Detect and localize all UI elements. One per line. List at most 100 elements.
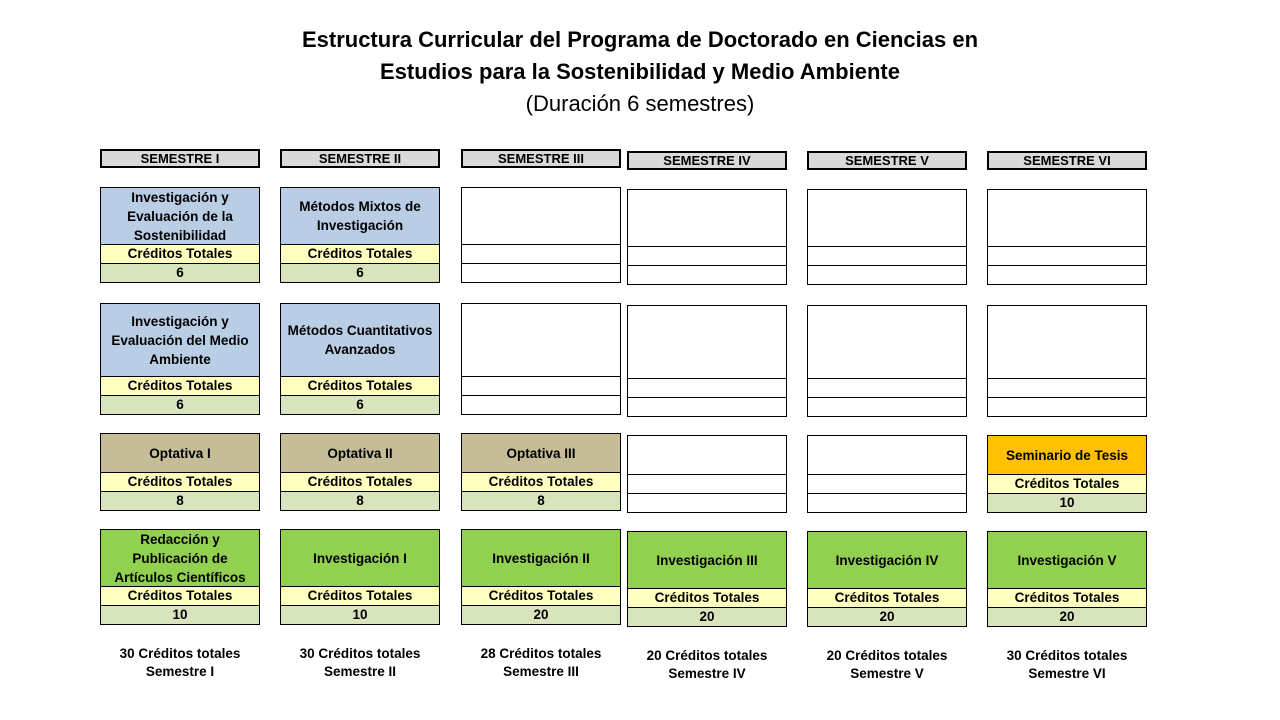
semester-total: 30 Créditos totales Semestre II [280, 645, 440, 681]
empty-course-block [627, 189, 787, 285]
course-name: Optativa II [280, 433, 440, 473]
course-name: Investigación y Evaluación de la Sosteni… [100, 187, 260, 245]
semester-total-label: Semestre I [145, 664, 215, 679]
course-block: Optativa II Créditos Totales 8 [280, 433, 440, 511]
credits-label-empty [461, 377, 621, 396]
credits-value [461, 264, 621, 283]
credits-label: Créditos Totales [100, 473, 260, 492]
credits-label-empty [987, 379, 1147, 398]
course-name: Optativa I [100, 433, 260, 473]
empty-course-block [987, 189, 1147, 285]
credits-label-empty [461, 245, 621, 264]
semester-header: SEMESTRE VI [987, 151, 1147, 170]
credits-label: Créditos Totales [461, 473, 621, 492]
course-block: Optativa III Créditos Totales 8 [461, 433, 621, 511]
credits-label: Créditos Totales [280, 587, 440, 606]
course-name [627, 435, 787, 475]
semester-total-label: Semestre II [323, 664, 397, 679]
semester-total-credits: 30 Créditos totales [299, 646, 421, 661]
credits-label: Créditos Totales [280, 377, 440, 396]
semester-total-credits: 20 Créditos totales [646, 648, 768, 663]
course-name: Métodos Mixtos de Investigación [280, 187, 440, 245]
course-name [807, 435, 967, 475]
course-name [461, 303, 621, 377]
semester-total: 20 Créditos totales Semestre IV [627, 647, 787, 683]
credits-value: 20 [627, 608, 787, 627]
credits-label: Créditos Totales [987, 475, 1147, 494]
credits-label: Créditos Totales [461, 587, 621, 606]
credits-value: 6 [100, 264, 260, 283]
semester-total-credits: 20 Créditos totales [826, 648, 948, 663]
credits-label: Créditos Totales [100, 587, 260, 606]
credits-label: Créditos Totales [100, 245, 260, 264]
semester-total: 30 Créditos totales Semestre VI [987, 647, 1147, 683]
credits-label: Créditos Totales [807, 589, 967, 608]
course-block: Redacción y Publicación de Artículos Cie… [100, 529, 260, 625]
course-name [987, 189, 1147, 247]
empty-course-block [461, 303, 621, 415]
credits-label-empty [627, 475, 787, 494]
credits-value [627, 266, 787, 285]
credits-value: 20 [461, 606, 621, 625]
course-block: Investigación I Créditos Totales 10 [280, 529, 440, 625]
credits-value [807, 494, 967, 513]
semester-total: 28 Créditos totales Semestre III [461, 645, 621, 681]
semester-total-credits: 30 Créditos totales [1006, 648, 1128, 663]
credits-label-empty [807, 379, 967, 398]
empty-course-block [807, 189, 967, 285]
credits-value [627, 398, 787, 417]
course-block: Investigación V Créditos Totales 20 [987, 531, 1147, 627]
credits-value [807, 398, 967, 417]
credits-value: 8 [461, 492, 621, 511]
course-block: Investigación II Créditos Totales 20 [461, 529, 621, 625]
course-name: Seminario de Tesis [987, 435, 1147, 475]
credits-label-empty [627, 379, 787, 398]
course-block: Investigación III Créditos Totales 20 [627, 531, 787, 627]
course-name [807, 305, 967, 379]
credits-value: 6 [100, 396, 260, 415]
page-title: Estructura Curricular del Programa de Do… [0, 24, 1280, 120]
course-name: Métodos Cuantitativos Avanzados [280, 303, 440, 377]
credits-label: Créditos Totales [280, 473, 440, 492]
title-line-1: Estructura Curricular del Programa de Do… [301, 27, 979, 52]
course-block: Investigación y Evaluación de la Sosteni… [100, 187, 260, 283]
credits-value: 6 [280, 396, 440, 415]
credits-value [807, 266, 967, 285]
credits-label: Créditos Totales [987, 589, 1147, 608]
course-block: Optativa I Créditos Totales 8 [100, 433, 260, 511]
course-block: Seminario de Tesis Créditos Totales 10 [987, 435, 1147, 513]
credits-value [461, 396, 621, 415]
course-name [461, 187, 621, 245]
course-block: Investigación y Evaluación del Medio Amb… [100, 303, 260, 415]
credits-label-empty [627, 247, 787, 266]
title-line-2: Estudios para la Sostenibilidad y Medio … [380, 59, 900, 84]
semester-total-label: Semestre V [850, 666, 924, 681]
semester-header: SEMESTRE IV [627, 151, 787, 170]
semester-total-label: Semestre VI [1028, 666, 1106, 681]
credits-label: Créditos Totales [100, 377, 260, 396]
credits-value [987, 398, 1147, 417]
credits-label: Créditos Totales [280, 245, 440, 264]
course-name: Investigación III [627, 531, 787, 589]
semester-header: SEMESTRE V [807, 151, 967, 170]
credits-value: 10 [280, 606, 440, 625]
course-name [627, 189, 787, 247]
semester-total-label: Semestre III [503, 664, 579, 679]
empty-course-block [807, 305, 967, 417]
credits-value: 10 [100, 606, 260, 625]
credits-label: Créditos Totales [627, 589, 787, 608]
semester-total-credits: 30 Créditos totales [119, 646, 241, 661]
empty-course-block [627, 305, 787, 417]
empty-course-block [627, 435, 787, 513]
credits-value: 8 [100, 492, 260, 511]
credits-value: 20 [987, 608, 1147, 627]
semester-total: 30 Créditos totales Semestre I [100, 645, 260, 681]
credits-label-empty [807, 247, 967, 266]
course-block: Investigación IV Créditos Totales 20 [807, 531, 967, 627]
semester-header: SEMESTRE I [100, 149, 260, 168]
title-duration: (Duración 6 semestres) [525, 91, 755, 116]
empty-course-block [807, 435, 967, 513]
course-name: Investigación I [280, 529, 440, 587]
credits-value [627, 494, 787, 513]
semester-total: 20 Créditos totales Semestre V [807, 647, 967, 683]
